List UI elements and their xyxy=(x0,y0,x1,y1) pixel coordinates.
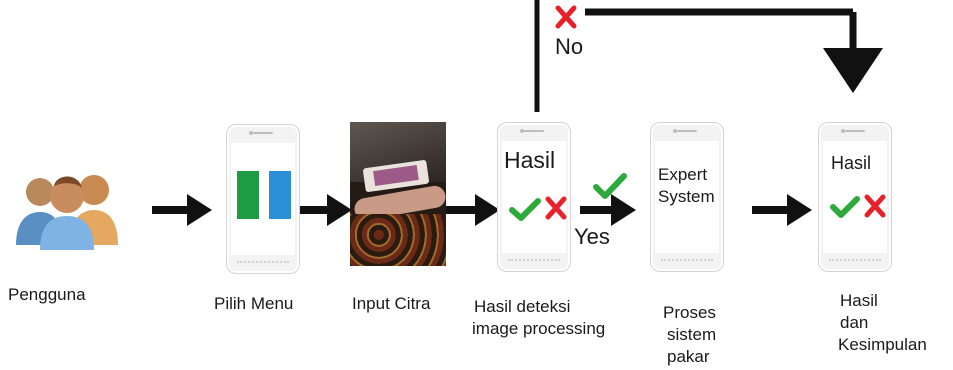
detect-phone: Hasil xyxy=(497,122,571,272)
result-caption-1: Hasil xyxy=(840,291,878,310)
cross-icon xyxy=(545,196,567,220)
detect-screen-title: Hasil xyxy=(504,147,556,173)
input-photo xyxy=(350,122,446,266)
input-caption: Input Citra xyxy=(352,294,431,313)
arrow-right-icon xyxy=(475,194,500,226)
expert-screen-line-1: Expert xyxy=(658,165,708,184)
result-screen-title: Hasil xyxy=(831,153,872,173)
yes-branch-label: Yes xyxy=(574,224,610,249)
user-label: Pengguna xyxy=(8,285,86,304)
check-icon xyxy=(509,198,541,221)
expert-caption-2: sistem xyxy=(667,325,717,344)
expert-caption-3: pakar xyxy=(667,347,710,366)
users-icon xyxy=(16,175,118,250)
expert-screen-line-2: System xyxy=(658,187,715,206)
result-caption-2: dan xyxy=(840,313,869,332)
check-icon xyxy=(593,173,627,199)
check-icon xyxy=(830,196,860,218)
arrow-right-icon xyxy=(327,194,352,226)
cross-icon xyxy=(864,194,886,218)
detect-caption-2: image processing xyxy=(472,319,606,338)
expert-phone: Expert System xyxy=(650,122,724,272)
menu-caption: Pilih Menu xyxy=(214,294,294,313)
arrow-down-icon xyxy=(823,48,883,93)
arrow-right-icon xyxy=(611,194,636,226)
expert-caption-1: Proses xyxy=(663,303,716,322)
cross-icon xyxy=(555,5,577,29)
result-caption-3: Kesimpulan xyxy=(838,335,927,354)
menu-option-blue[interactable] xyxy=(269,171,291,219)
arrow-right-icon xyxy=(787,194,812,226)
detect-caption-1: Hasil deteksi xyxy=(474,297,571,316)
menu-option-green[interactable] xyxy=(237,171,259,219)
no-branch-label: No xyxy=(555,34,584,59)
result-phone: Hasil xyxy=(818,122,892,272)
arrow-right-icon xyxy=(187,194,212,226)
menu-phone xyxy=(226,124,300,274)
batik-cloth xyxy=(350,214,446,266)
